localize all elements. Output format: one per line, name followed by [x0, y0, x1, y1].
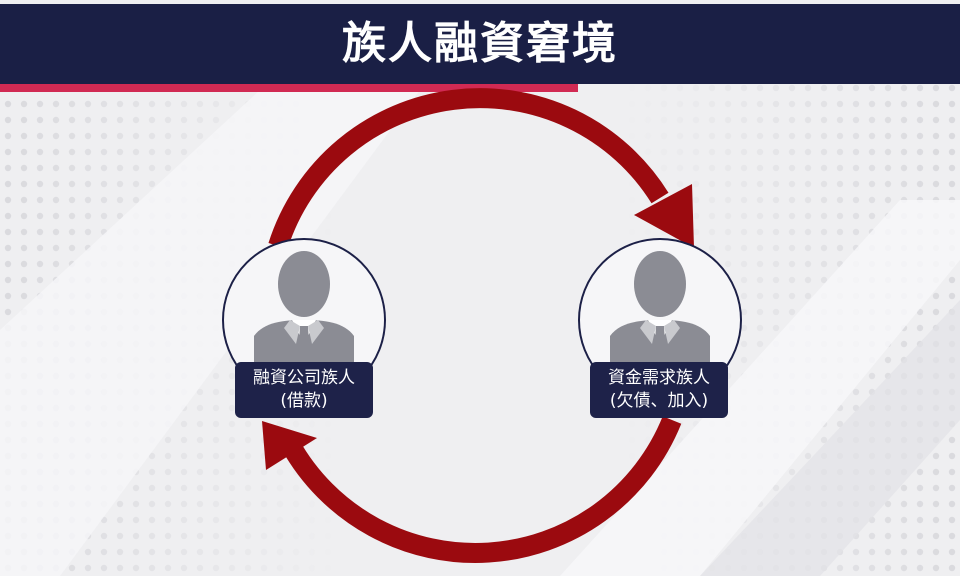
node-borrower-label: 資金需求族人 (欠債、加入)	[590, 362, 728, 418]
cycle-arrow-top	[268, 88, 669, 250]
node-borrower: 資金需求族人 (欠債、加入)	[578, 238, 742, 418]
title-bar	[0, 4, 960, 84]
page-title: 族人融資窘境	[342, 18, 618, 69]
cycle-arrowhead-bottom	[262, 421, 317, 470]
node-lender-label: 融資公司族人 (借款)	[235, 362, 373, 418]
node-borrower-name: 資金需求族人	[608, 368, 710, 388]
person-icon	[610, 251, 710, 372]
node-lender-role: (借款)	[280, 391, 328, 411]
title-accent-stripe	[0, 84, 578, 92]
person-icon	[254, 251, 354, 372]
node-borrower-role: (欠債、加入)	[609, 391, 709, 411]
cycle-arrow-bottom	[281, 416, 682, 563]
node-lender-name: 融資公司族人	[253, 368, 355, 388]
cycle-arrowhead-top	[634, 184, 694, 248]
node-lender: 融資公司族人 (借款)	[222, 238, 386, 418]
